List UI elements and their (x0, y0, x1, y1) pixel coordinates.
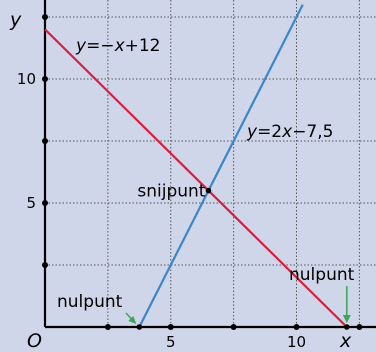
line1-eq-sign: =− (86, 36, 115, 56)
y-axis-label: y (9, 9, 22, 31)
line1-equation: y=−x+12 (75, 36, 161, 56)
y-tick-label-0: 5 (26, 194, 36, 212)
snijpunt-label: snijpunt (137, 182, 205, 202)
nulpunt-2-label: nulpunt (289, 265, 355, 285)
nulpunt-1-dot (136, 324, 143, 330)
tick-labels: 5 10 5 10 (17, 70, 306, 351)
x-axis-tick-0 (104, 324, 111, 330)
nulpunt-1-label: nulpunt (57, 292, 123, 312)
origin-label: O (27, 330, 42, 352)
x-axis-tick-3 (293, 324, 300, 330)
x-tick-label-1: 10 (287, 333, 306, 351)
series-lines (44, 4, 348, 328)
y-axis-tick-4 (42, 14, 48, 20)
y-axis-tick-0 (42, 262, 48, 268)
snijpunt-dot (205, 187, 212, 194)
points: snijpunt nulpunt nulpunt (57, 182, 355, 330)
axes (42, 0, 376, 330)
y-axis-tick-3 (42, 76, 48, 82)
line2-eq-sign: =2 (257, 122, 282, 142)
x-axis-label: x (339, 330, 352, 352)
y-tick-label-1: 10 (17, 70, 36, 88)
line2-equation: y=2x−7,5 (246, 122, 333, 142)
nulpunt-2-dot (344, 324, 350, 330)
line1-eq-rest: +12 (125, 36, 161, 56)
x-axis-tick-4 (356, 324, 363, 330)
line2-eq-x: x (281, 122, 293, 142)
x-axis-tick-2 (230, 324, 237, 330)
line2-eq-rest: −7,5 (292, 122, 333, 142)
line2-eq-y: y (246, 122, 258, 142)
x-axis-tick-1 (167, 324, 174, 330)
y-axis-tick-2 (42, 138, 48, 144)
series-line-line1 (44, 28, 348, 328)
nulpunt-2-arrowhead (342, 315, 351, 323)
y-axis-tick-1 (42, 200, 48, 206)
grid (45, 0, 376, 327)
line1-eq-y: y (75, 36, 87, 56)
line1-eq-x: x (114, 36, 126, 56)
nulpunt-1-arrowhead (128, 316, 137, 324)
series-line-line2 (138, 4, 304, 328)
x-tick-label-0: 5 (166, 333, 176, 351)
